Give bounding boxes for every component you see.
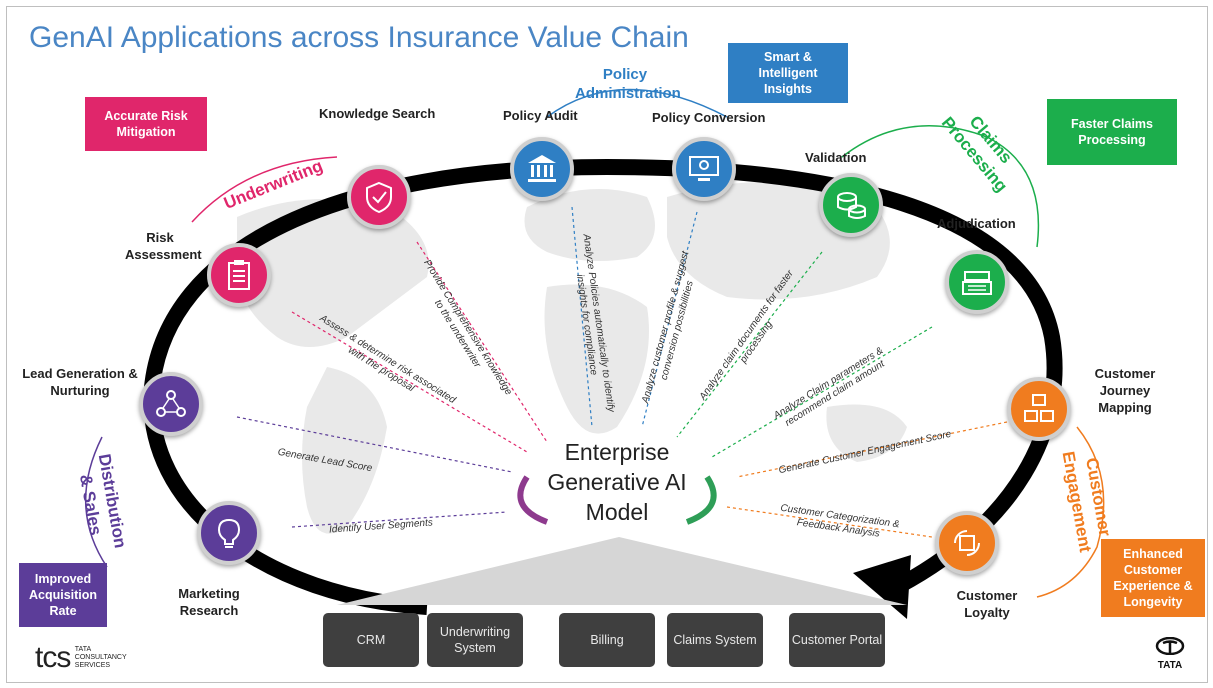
monitor-profile-icon xyxy=(689,156,719,181)
tcs-mark: tcs xyxy=(35,641,71,674)
risk-assessment-node[interactable] xyxy=(207,243,271,307)
claims-callout: Faster Claims Processing xyxy=(1047,99,1177,165)
knowledge-search-node[interactable] xyxy=(347,165,411,229)
network-users-icon xyxy=(156,390,186,417)
risk-assessment-label: Risk Assessment xyxy=(125,230,202,262)
journey-mapping-label: Customer Journey Mapping xyxy=(1094,366,1156,415)
lead-generation-node[interactable] xyxy=(139,372,203,436)
cash-register-icon xyxy=(962,271,992,295)
customer-loyalty-label: Customer Loyalty xyxy=(956,588,1018,620)
box-cycle-icon xyxy=(954,530,980,556)
system-underwriting[interactable]: Underwriting System xyxy=(427,613,523,667)
bank-icon xyxy=(528,155,556,182)
validation-label: Validation xyxy=(805,150,867,165)
knowledge-search-label: Knowledge Search xyxy=(319,106,436,121)
connectors xyxy=(236,206,1008,538)
world-map xyxy=(237,182,907,534)
system-customer-portal[interactable]: Customer Portal xyxy=(789,613,885,667)
cubes-icon xyxy=(1024,394,1054,422)
risk-mitigation-callout: Accurate Risk Mitigation xyxy=(85,97,207,151)
categorization-connector xyxy=(726,506,933,538)
experience-callout: Enhanced Customer Experience & Longevity xyxy=(1101,539,1205,617)
shield-check-icon xyxy=(366,181,392,214)
system-crm[interactable]: CRM xyxy=(323,613,419,667)
tata-logo: TATA xyxy=(1155,636,1185,671)
validation-node[interactable] xyxy=(819,173,883,237)
marketing-research-label: Marketing Research xyxy=(178,586,240,618)
page-title: GenAI Applications across Insurance Valu… xyxy=(29,21,689,54)
claims-arc xyxy=(841,125,1040,248)
loop-arrowhead xyxy=(853,555,911,619)
system-billing[interactable]: Billing xyxy=(559,613,655,667)
policy-admin-label: Policy Administration xyxy=(575,66,681,102)
policy-conversion-node[interactable] xyxy=(672,137,736,201)
acquisition-callout: Improved Acquisition Rate xyxy=(19,563,107,627)
customer-loyalty-node[interactable] xyxy=(935,511,999,575)
coins-icon xyxy=(837,192,866,219)
adjudication-node[interactable] xyxy=(945,250,1009,314)
engagement-arc xyxy=(1036,426,1105,598)
adjudication-label: Adjudication xyxy=(937,216,1016,231)
cycle-arrow-right xyxy=(685,475,717,525)
adjudication-connector xyxy=(711,326,933,458)
slide: GenAI Applications across Insurance Valu… xyxy=(6,6,1208,683)
underwriting-arc xyxy=(191,156,338,223)
policy-arc xyxy=(546,88,728,118)
systems-wedge xyxy=(337,537,907,605)
distribution-arc xyxy=(85,436,108,568)
tata-wordmark: TATA xyxy=(1157,660,1183,671)
policy-audit-label: Policy Audit xyxy=(503,108,578,123)
conversion-connector xyxy=(641,211,698,428)
system-claims[interactable]: Claims System xyxy=(667,613,763,667)
tata-emblem-icon xyxy=(1155,636,1185,656)
audit-connector xyxy=(571,206,593,428)
tcs-name: TATA CONSULTANCY SERVICES xyxy=(74,646,127,669)
policy-conversion-label: Policy Conversion xyxy=(652,110,766,125)
tcs-logo: tcs TATA CONSULTANCY SERVICES xyxy=(35,641,135,675)
knowledge-connector xyxy=(416,241,548,443)
policy-audit-node[interactable] xyxy=(510,137,574,201)
cycle-arrow-left xyxy=(517,475,549,525)
engagement-connector xyxy=(736,421,1008,478)
insights-callout: Smart & Intelligent Insights xyxy=(728,43,848,103)
journey-mapping-node[interactable] xyxy=(1007,377,1071,441)
lightbulb-icon xyxy=(217,518,241,548)
clipboard-icon xyxy=(228,260,250,290)
enterprise-genai-model: Enterprise Generative AI Model xyxy=(547,439,687,525)
lead-generation-label: Lead Generation & Nurturing xyxy=(22,366,138,398)
lead-connector xyxy=(236,416,513,473)
marketing-research-node[interactable] xyxy=(197,501,261,565)
